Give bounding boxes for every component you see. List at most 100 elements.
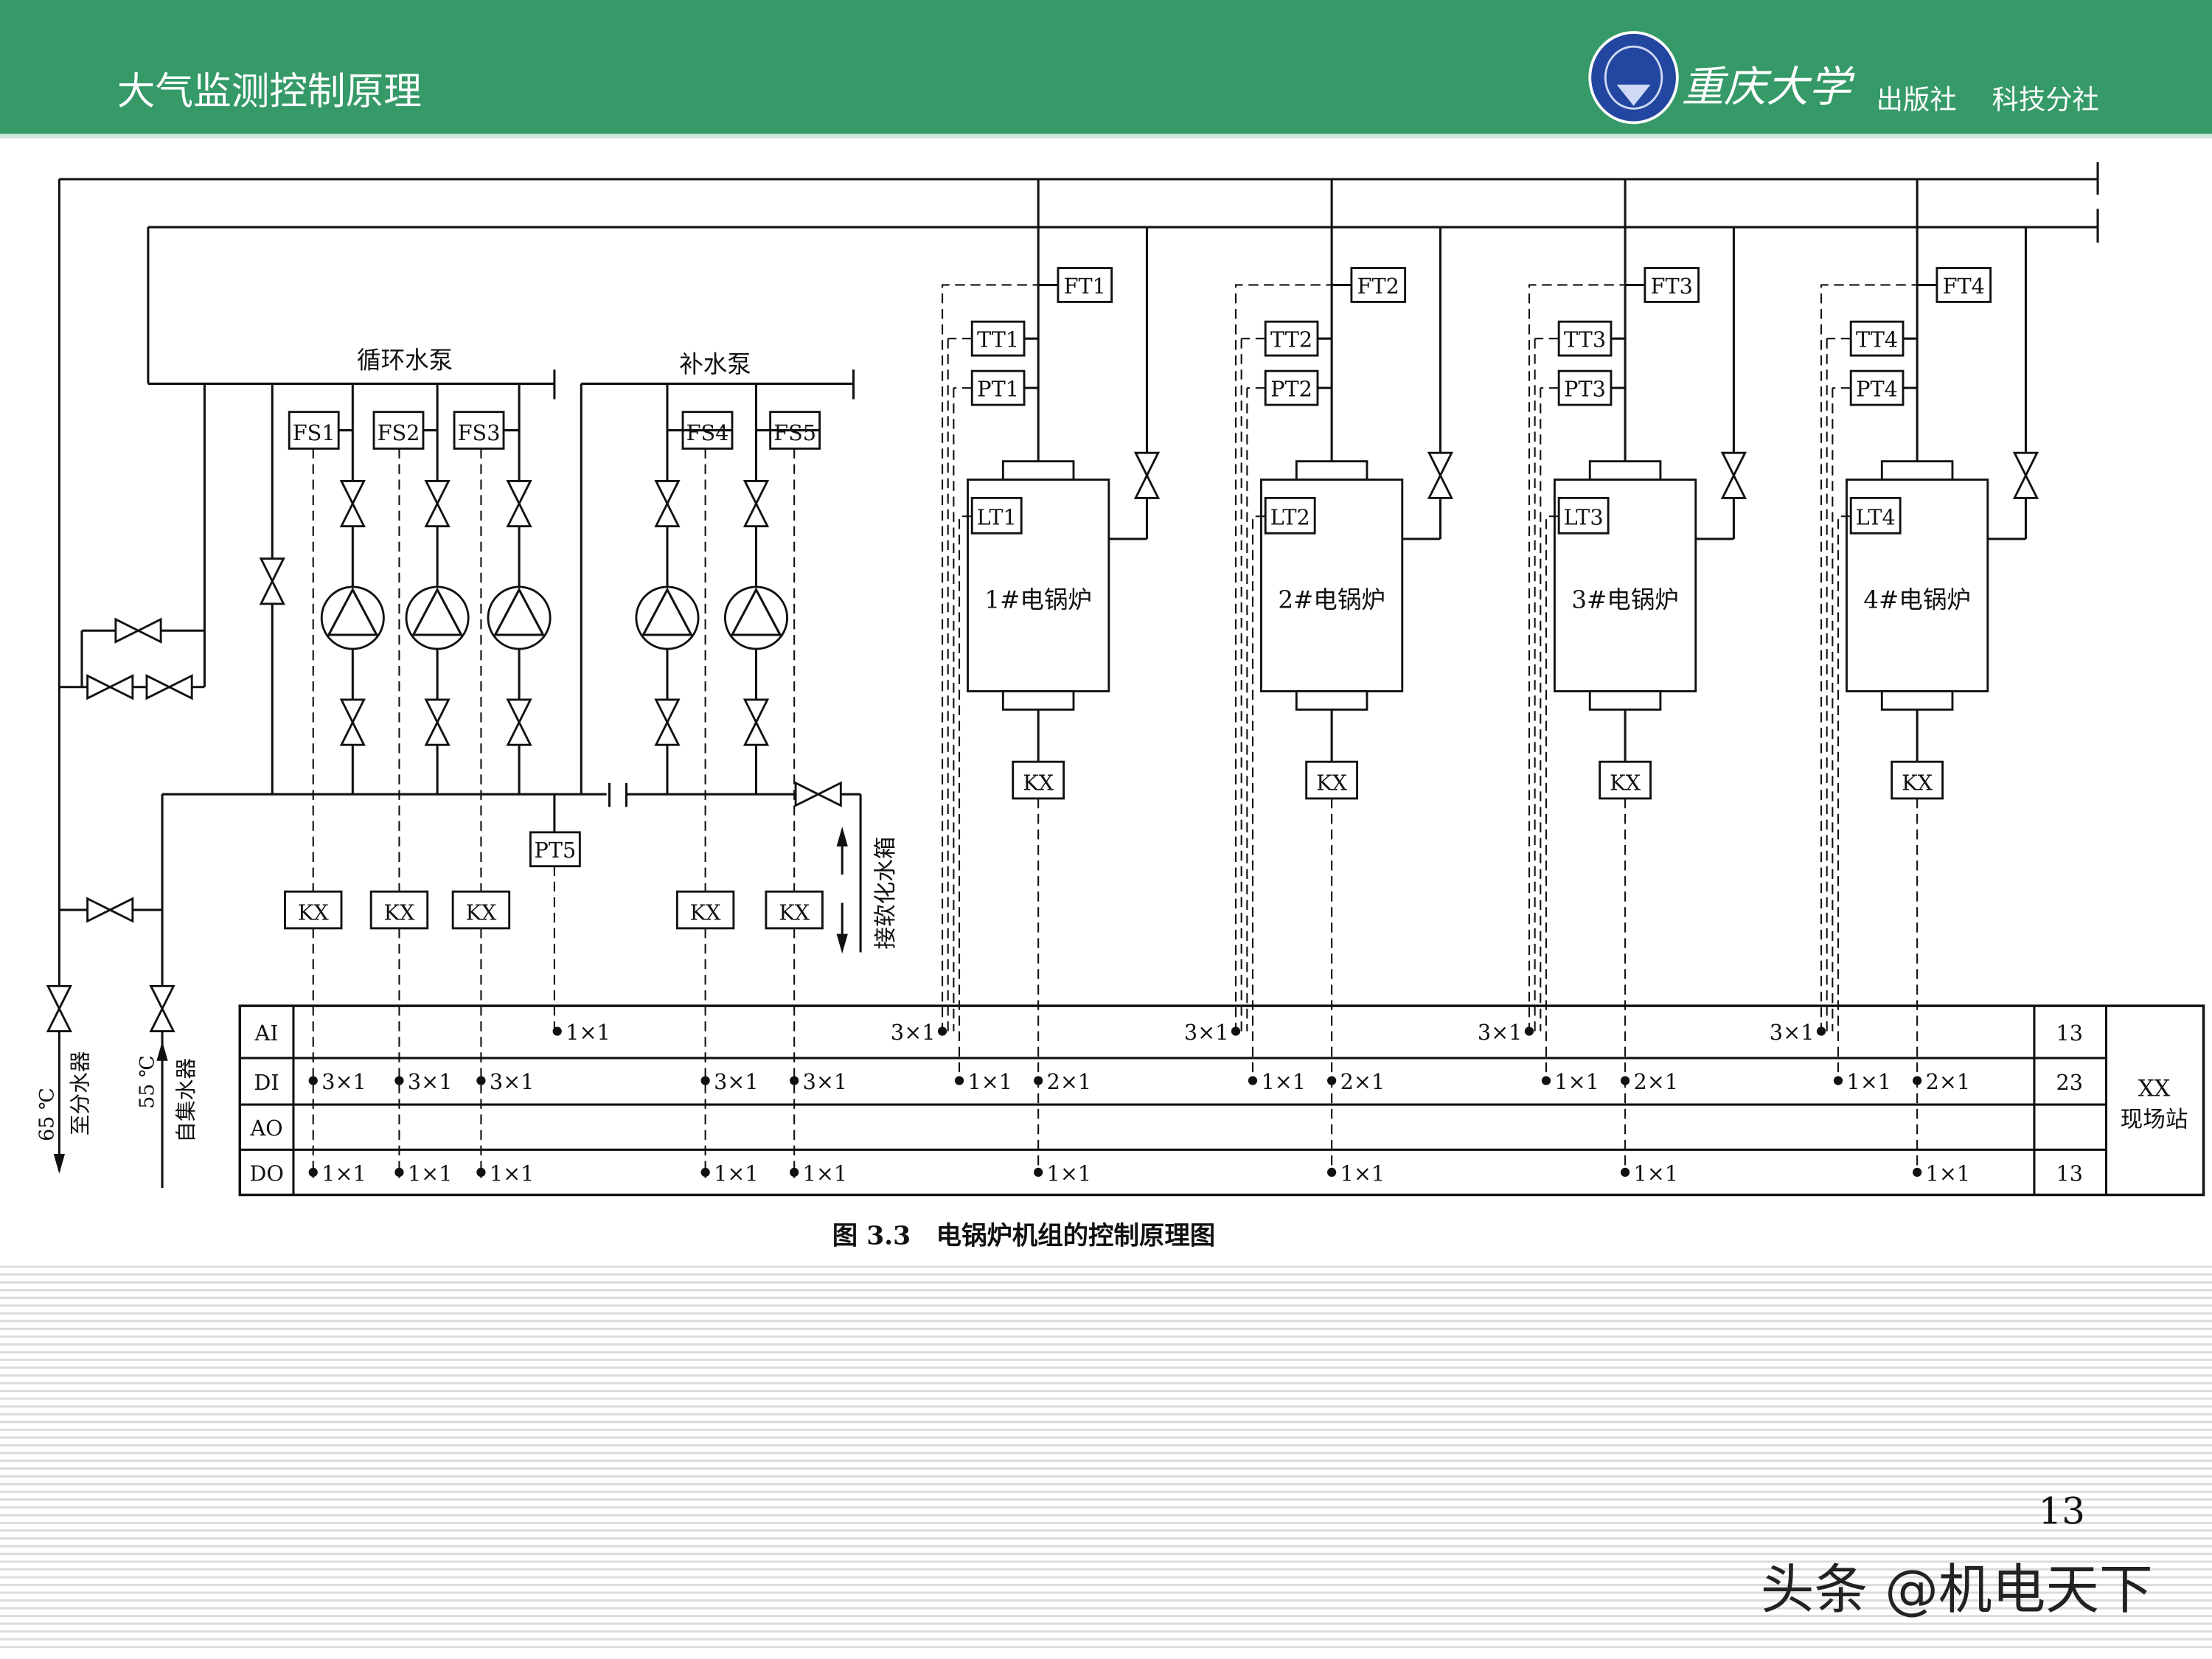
terminal-dot	[476, 1076, 486, 1085]
di-count: 1×1	[1846, 1069, 1891, 1094]
io-row-total: 13	[2056, 1020, 2084, 1046]
contactor-box	[1012, 760, 1065, 800]
arrow-down-icon	[53, 1154, 66, 1174]
flow-transmitter-box	[1644, 267, 1700, 303]
terminal-dot	[394, 1167, 404, 1178]
pressure-transmitter-label: PT1	[977, 377, 1019, 402]
pressure-transmitter-label: PT5	[535, 838, 577, 863]
di-count: 2×1	[1047, 1069, 1092, 1094]
valve-icon	[742, 698, 770, 746]
flow-switch-label: FS5	[773, 420, 816, 445]
contactor-label: KX	[298, 900, 329, 925]
contactor-label: KX	[1023, 770, 1054, 795]
header-bar	[0, 0, 2212, 134]
valve-icon	[1133, 451, 1161, 499]
terminal-dot	[1034, 1076, 1043, 1085]
watermark: 头条 @机电天下	[1761, 1559, 2153, 1621]
terminal-dot	[1620, 1167, 1630, 1178]
terminal-dot	[1231, 1026, 1241, 1036]
valve-icon	[149, 984, 175, 1033]
terminal-dot	[1034, 1167, 1043, 1178]
flow-switch-label: FS2	[378, 420, 420, 445]
boiler-label: 1#电锅炉	[984, 586, 1091, 614]
inlet-temperature: 55 ℃	[136, 1055, 159, 1109]
valve-icon	[2012, 451, 2039, 499]
boiler-top-cap	[1588, 460, 1662, 481]
boiler-label: 3#电锅炉	[1571, 586, 1678, 614]
valve-icon	[1427, 451, 1454, 499]
terminal-dot	[790, 1076, 799, 1085]
pressure-transmitter-box	[970, 369, 1026, 406]
ai-count: 3×1	[1770, 1020, 1815, 1045]
pump-icon	[487, 585, 552, 650]
valve-icon	[794, 781, 842, 807]
level-transmitter-label: LT1	[977, 505, 1017, 530]
pressure-transmitter-box	[1849, 369, 1905, 406]
terminal-dot	[1913, 1076, 1922, 1085]
flow-switch-label: FS1	[293, 420, 335, 445]
do-count: 1×1	[714, 1161, 759, 1186]
boiler-bottom-cap	[1880, 690, 1954, 711]
contactor-box	[284, 890, 343, 930]
pump-triangle-icon	[641, 587, 694, 636]
terminal-dot	[1541, 1076, 1551, 1085]
flow-switch-label: FS4	[686, 420, 729, 445]
flow-switch-box	[453, 411, 505, 450]
division-label: 科技分社	[1992, 83, 2099, 115]
valve-icon	[742, 479, 770, 528]
di-count: 1×1	[1261, 1069, 1306, 1094]
inlet-source: 自集水器	[173, 1058, 198, 1143]
control-schematic-diagram: 循环水泵补水泵接软化水箱FS1KX3×11×1FS2KX3×11×1FS3KX3…	[36, 162, 2205, 1197]
pressure-transmitter-label: PT4	[1856, 377, 1898, 402]
pump-icon	[723, 585, 789, 650]
pump-triangle-icon	[411, 587, 464, 636]
boiler-bottom-cap	[1588, 690, 1662, 711]
signal-line	[1837, 515, 1851, 1081]
do-count: 1×1	[1047, 1161, 1092, 1186]
slide-title: 大气监测控制原理	[117, 70, 422, 114]
io-table-frame	[238, 1004, 2205, 1197]
di-count: 3×1	[490, 1069, 535, 1094]
background-stripes	[0, 1265, 2212, 1649]
do-count: 1×1	[321, 1161, 366, 1186]
di-count: 3×1	[803, 1069, 848, 1094]
terminal-dot	[552, 1026, 562, 1036]
di-count: 1×1	[967, 1069, 1012, 1094]
boiler-label: 2#电锅炉	[1278, 586, 1385, 614]
terminal-dot	[1913, 1167, 1922, 1178]
valve-icon	[86, 897, 134, 923]
signal-line	[1820, 284, 1937, 1032]
makeup-pumps-label: 补水泵	[679, 350, 751, 378]
pump-icon	[405, 585, 470, 650]
signal-line	[1251, 515, 1266, 1081]
station-label: XX	[2138, 1077, 2171, 1102]
valve-icon	[46, 984, 72, 1033]
page-number: 13	[2039, 1489, 2085, 1532]
terminal-dot	[476, 1167, 486, 1178]
contactor-label: KX	[465, 900, 496, 925]
contactor-label: KX	[1316, 770, 1347, 795]
boiler-bottom-cap	[1001, 690, 1075, 711]
io-row-label: DI	[254, 1070, 279, 1095]
contactor-label: KX	[1610, 770, 1641, 795]
io-row-label: AO	[249, 1116, 282, 1141]
do-count: 1×1	[408, 1161, 453, 1186]
contactor-label: KX	[690, 900, 721, 925]
io-row-label: DO	[249, 1161, 284, 1186]
valve-icon	[1720, 451, 1747, 499]
valve-icon	[339, 479, 366, 528]
di-count: 3×1	[714, 1069, 759, 1094]
pressure-transmitter-label: PT2	[1270, 377, 1312, 402]
contactor-box	[765, 890, 824, 930]
flow-transmitter-label: FT2	[1357, 274, 1399, 299]
terminal-dot	[308, 1167, 318, 1178]
outlet-destination: 至分水器	[68, 1051, 93, 1135]
flow-switch-label: FS3	[458, 420, 501, 445]
signal-line	[1545, 515, 1559, 1081]
valve-icon	[339, 698, 366, 746]
level-transmitter-box	[1264, 496, 1316, 535]
publisher-label: 出版社	[1877, 83, 1957, 115]
arrow-up-icon	[836, 827, 848, 846]
di-count: 2×1	[1340, 1069, 1385, 1094]
pump-icon	[635, 585, 700, 650]
